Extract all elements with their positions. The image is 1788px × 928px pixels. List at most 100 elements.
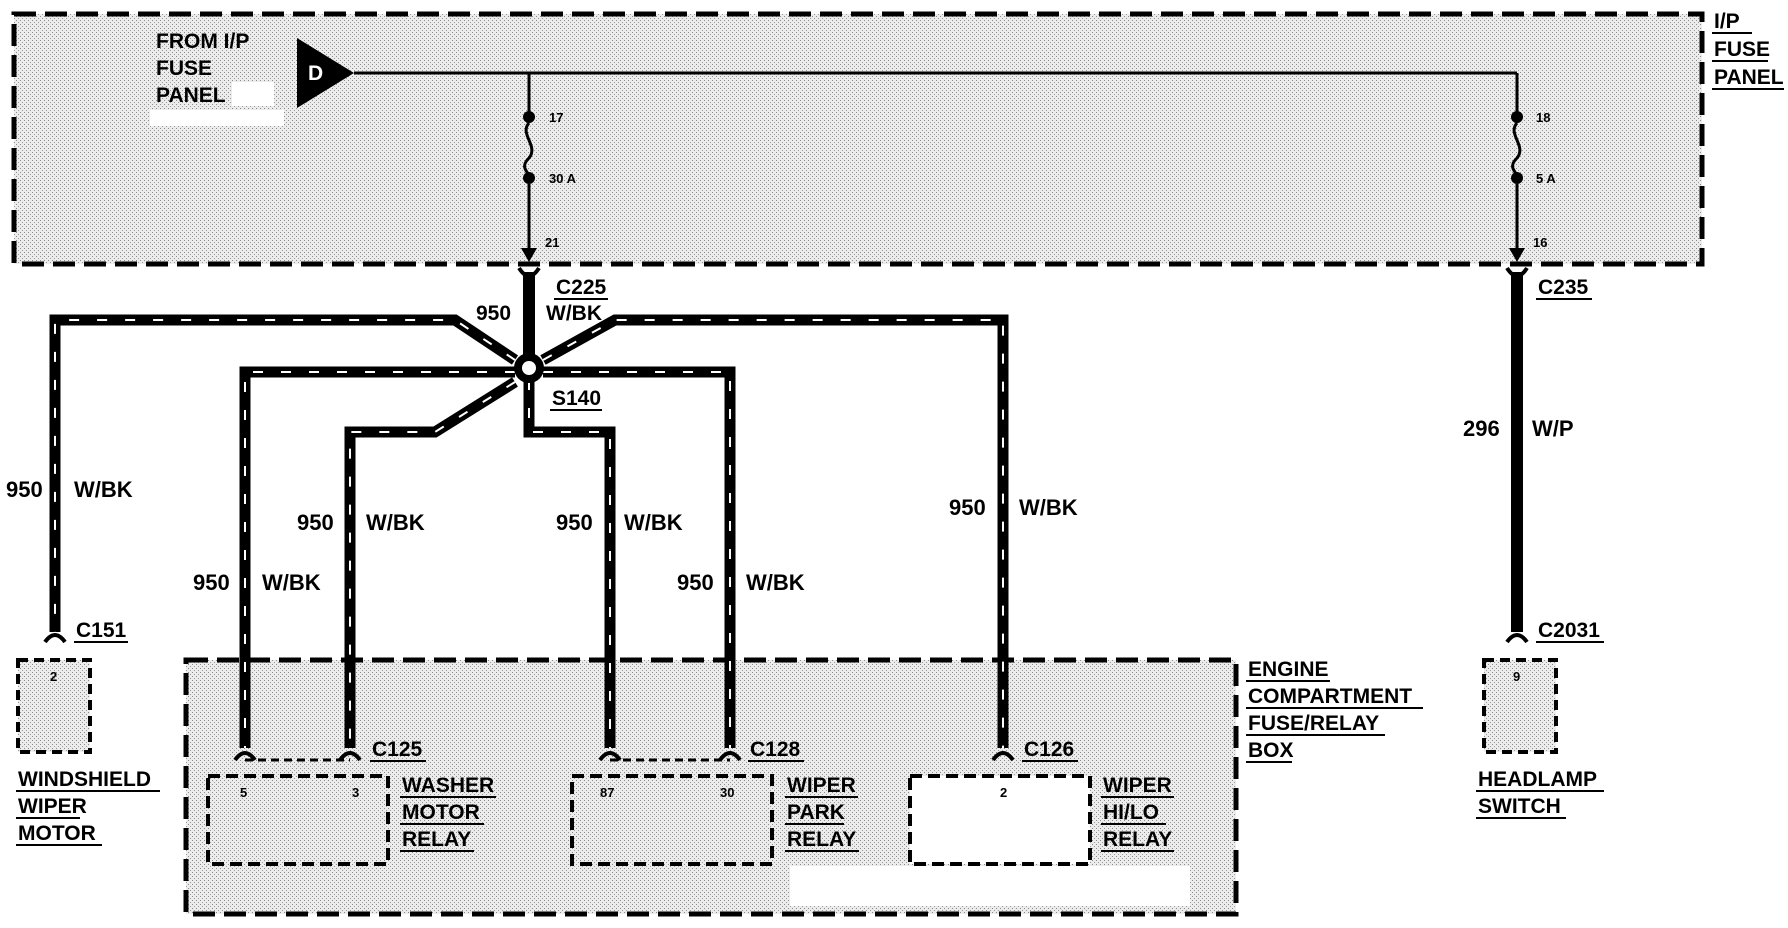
c235-fork-icon <box>1505 266 1529 278</box>
engine-box-label-4: BOX <box>1248 739 1294 762</box>
headlamp-switch-label-2: SWITCH <box>1478 795 1561 818</box>
park-relay-pin-30: 30 <box>720 785 734 800</box>
fuse-18-terminal-bottom <box>1511 172 1523 184</box>
from-label-line-1: FROM I/P <box>156 30 249 53</box>
c126-fork-icon <box>991 751 1015 762</box>
wiper-motor-label-3: MOTOR <box>18 822 96 845</box>
hilo-relay-pin: 2 <box>1000 785 1007 800</box>
fuse-17: 17 30 A 21 <box>521 110 577 262</box>
w6-circuit: 950 <box>949 495 986 520</box>
washer-motor-relay: 5 3 WASHER MOTOR RELAY <box>206 774 496 866</box>
headlamp-switch-label-1: HEADLAMP <box>1478 768 1597 791</box>
wiper-motor-pin: 2 <box>50 669 57 684</box>
fuse-18-rating: 5 A <box>1536 171 1556 186</box>
park-relay-label-1: WIPER <box>787 774 856 797</box>
fuse-17-arrow-icon <box>521 248 537 262</box>
w5-color: W/BK <box>746 570 805 595</box>
c128-fork-87-icon <box>598 751 622 762</box>
c128-label: C128 <box>750 738 801 761</box>
c125-fork-5-icon <box>233 751 257 762</box>
fuse-17-pin: 21 <box>545 235 559 250</box>
fuse-18-arrow-icon <box>1509 248 1525 262</box>
engine-box-label-1: ENGINE <box>1248 658 1329 681</box>
w1-circuit: 950 <box>6 477 43 502</box>
c2031-label: C2031 <box>1538 619 1600 642</box>
c126-label: C126 <box>1024 738 1074 761</box>
splice-s140-center <box>522 361 536 375</box>
washer-relay-label-2: MOTOR <box>402 801 480 824</box>
w6-color: W/BK <box>1019 495 1078 520</box>
fuse-17-terminal-top <box>523 111 535 123</box>
connector-d: D <box>297 38 354 108</box>
c151-label: C151 <box>76 619 127 642</box>
engine-box-label-2: COMPARTMENT <box>1248 685 1412 708</box>
from-label-line-3: PANEL <box>156 84 226 107</box>
engine-box-label-3: FUSE/RELAY <box>1248 712 1379 735</box>
w3-color: W/BK <box>366 510 425 535</box>
wiper-hilo-relay: 2 WIPER HI/LO RELAY <box>908 774 1174 866</box>
w2-circuit: 950 <box>193 570 230 595</box>
headlamp-circuit: 296 <box>1463 416 1500 441</box>
from-label-line-2: FUSE <box>156 57 212 80</box>
c225-label: C225 <box>556 276 607 299</box>
hilo-relay-label-1: WIPER <box>1103 774 1172 797</box>
connector-d-letter: D <box>308 62 323 85</box>
c225-color: W/BK <box>546 302 602 325</box>
park-relay-pin-87: 87 <box>600 785 614 800</box>
headlamp-switch: 9 HEADLAMP SWITCH <box>1476 658 1604 819</box>
washer-relay-pin-3: 3 <box>352 785 359 800</box>
w1-color: W/BK <box>74 477 133 502</box>
fuse-18: 18 5 A 16 <box>1509 110 1556 262</box>
wiper-park-relay: 87 30 WIPER PARK RELAY <box>570 774 859 866</box>
label-whiteout <box>232 82 274 106</box>
c151-fork-icon <box>43 633 67 644</box>
c125-label: C125 <box>372 738 423 761</box>
headlamp-switch-box <box>1482 658 1558 754</box>
wiper-motor-label-1: WINDSHIELD <box>18 768 151 791</box>
washer-relay-label-1: WASHER <box>402 774 494 797</box>
w4-circuit: 950 <box>556 510 593 535</box>
trunk-circuit: 950 <box>476 302 511 325</box>
park-relay-label-3: RELAY <box>787 828 856 851</box>
c235-label: C235 <box>1538 276 1589 299</box>
ip-fuse-panel-box <box>11 11 1705 267</box>
windshield-wiper-motor: 2 WINDSHIELD WIPER MOTOR <box>16 658 160 846</box>
ip-side-label: I/P FUSE PANEL <box>1712 10 1784 90</box>
ip-side-label-3: PANEL <box>1714 66 1784 89</box>
park-relay-label-2: PARK <box>787 801 845 824</box>
park-relay-box <box>570 774 774 866</box>
headlamp-color: W/P <box>1532 416 1574 441</box>
ip-side-label-1: I/P <box>1714 10 1740 33</box>
engine-box-whiteout <box>790 866 1190 906</box>
connector-labels: C225 W/BK 950 C235 S140 C151 C125 C128 C… <box>74 276 1604 762</box>
fuse-17-terminal-bottom <box>523 172 535 184</box>
washer-relay-label-3: RELAY <box>402 828 471 851</box>
wiper-motor-label-2: WIPER <box>18 795 87 818</box>
wire-branch-hilo <box>540 314 1009 748</box>
s140-label: S140 <box>552 387 601 410</box>
fuse-18-pin: 16 <box>1533 235 1547 250</box>
fuse-18-number: 18 <box>1536 110 1550 125</box>
wire-harness <box>49 272 1523 748</box>
c2031-fork-icon <box>1505 633 1529 644</box>
fuse-17-number: 17 <box>549 110 563 125</box>
c128-fork-30-icon <box>718 751 742 762</box>
headlamp-switch-pin: 9 <box>1513 669 1520 684</box>
w4-color: W/BK <box>624 510 683 535</box>
wiper-motor-box <box>16 658 92 754</box>
w5-circuit: 950 <box>677 570 714 595</box>
washer-relay-pin-5: 5 <box>240 785 247 800</box>
engine-box-label: ENGINE COMPARTMENT FUSE/RELAY BOX <box>1246 658 1423 763</box>
ip-from-label: FROM I/P FUSE PANEL <box>156 30 249 107</box>
hilo-relay-label-2: HI/LO <box>1103 801 1159 824</box>
wire-labels: 950 W/BK 950 W/BK 950 W/BK 950 W/BK 950 … <box>6 416 1574 595</box>
label-whiteout-2 <box>150 110 284 126</box>
c225-fork-icon <box>517 266 541 278</box>
connector-d-arrow-icon <box>297 38 354 108</box>
connector-heads <box>43 266 1529 762</box>
hilo-relay-label-3: RELAY <box>1103 828 1172 851</box>
washer-relay-box <box>206 774 390 866</box>
fuse-17-rating: 30 A <box>549 171 577 186</box>
c125-fork-3-icon <box>338 751 362 762</box>
